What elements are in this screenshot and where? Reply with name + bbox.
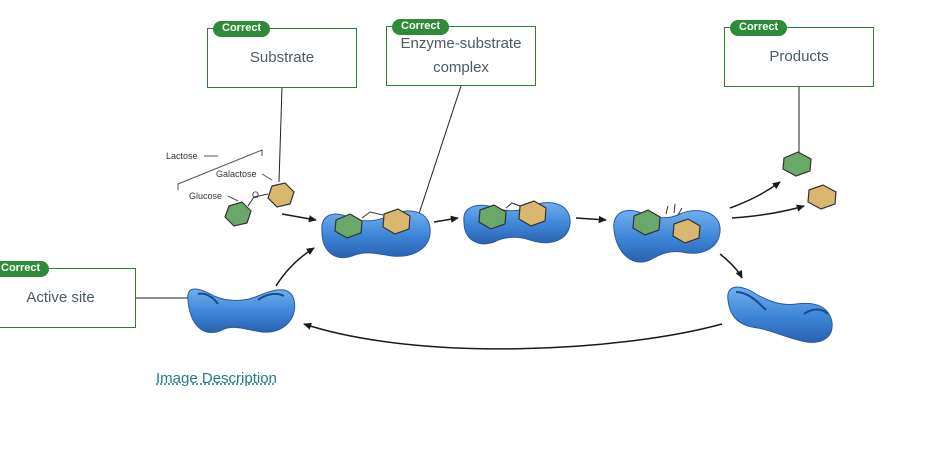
arrow-complex-to-fit — [433, 215, 459, 223]
glucose-leader — [227, 195, 239, 202]
galactose-label: Galactose — [216, 169, 257, 179]
galactose-bound-hexagon — [382, 208, 411, 235]
active-site-groove-left — [197, 292, 219, 305]
enzyme-free — [187, 288, 296, 333]
complex-label: Enzyme-substrate complex — [400, 35, 522, 76]
complex-label-box[interactable]: Enzyme-substrate complex — [386, 26, 536, 86]
released-site-groove-2 — [803, 308, 829, 315]
glucose-bound-hexagon — [334, 213, 363, 239]
active-site-correct-badge: Correct — [0, 261, 50, 277]
substrate-label-box[interactable]: Substrate — [207, 28, 357, 88]
enzyme-released — [727, 286, 833, 343]
galactose-released-hexagon — [672, 218, 701, 244]
released-site-groove — [735, 291, 767, 311]
arrow-to-product-galactose — [731, 204, 805, 219]
leader-line-complex — [412, 85, 462, 233]
bound-bond — [361, 211, 384, 219]
substrate-label: Substrate — [249, 49, 315, 66]
product-glucose-hexagon — [782, 151, 812, 177]
arrow-fit-to-broken — [575, 215, 607, 224]
leader-line-substrate — [278, 86, 283, 183]
product-galactose-hexagon — [807, 184, 837, 210]
active-site-label: Active site — [26, 289, 95, 306]
galactose-fit-hexagon — [518, 200, 547, 227]
image-description-link[interactable]: Image Description — [156, 370, 277, 387]
lactose-label: Lactose — [166, 151, 198, 161]
products-label: Products — [769, 48, 829, 65]
galactose-leader — [261, 173, 273, 181]
products-correct-badge: Correct — [730, 20, 788, 36]
glycosidic-bond — [247, 193, 269, 207]
arrow-broken-to-released — [719, 253, 743, 279]
active-site-label-box[interactable]: Active site — [0, 268, 136, 328]
enzyme-induced-fit — [463, 202, 571, 245]
galactose-hexagon — [267, 182, 295, 208]
fit-bond — [505, 202, 521, 209]
arrow-substrate-to-enzyme — [281, 213, 317, 223]
complex-correct-badge: Correct — [392, 19, 450, 35]
enzyme-bond-broken — [613, 210, 721, 263]
oxygen-label: O — [252, 190, 259, 200]
glucose-label: Glucose — [189, 191, 222, 201]
glucose-hexagon — [224, 201, 252, 227]
products-label-box[interactable]: Products — [724, 27, 874, 87]
substrate-correct-badge: Correct — [213, 21, 271, 37]
arrow-to-product-glucose — [729, 181, 781, 209]
active-site-groove-right — [257, 292, 285, 301]
glucose-released-hexagon — [632, 209, 661, 236]
lactose-bracket — [177, 149, 263, 190]
glucose-fit-hexagon — [478, 204, 507, 230]
bond-break-marks — [665, 203, 683, 216]
arrow-recycle-enzyme — [303, 322, 723, 350]
arrow-free-to-complex — [275, 247, 315, 287]
enzyme-complex-bound — [321, 210, 431, 258]
